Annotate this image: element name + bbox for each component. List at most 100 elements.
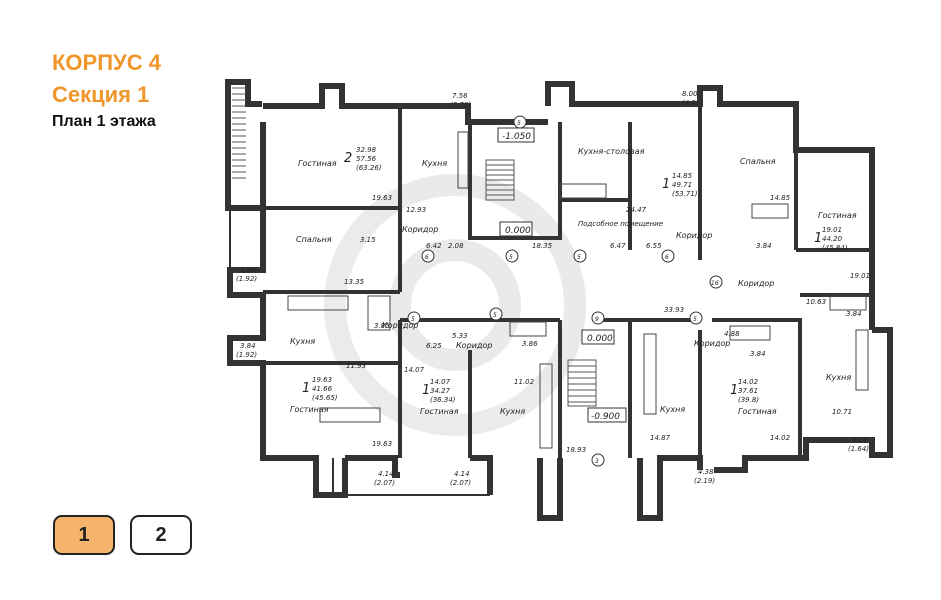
room-area: 5.33 xyxy=(452,332,468,340)
apartment-total: 44.20 xyxy=(822,235,843,243)
room-area: 13.35 xyxy=(344,278,365,286)
apartment-living: 14.85 xyxy=(672,172,693,180)
section-markers: 6 5 5 6 9 5 5 5 5 16 3 xyxy=(407,115,723,467)
room-name: Спальня xyxy=(740,157,776,166)
room-area: 19.63 xyxy=(372,194,392,202)
interior-walls xyxy=(229,106,872,458)
apartment-total: 57.56 xyxy=(356,155,377,163)
room-area: 6.55 xyxy=(646,242,662,250)
room-name: Гостиная xyxy=(420,407,459,416)
walls xyxy=(225,79,893,521)
room-area: 14.07 xyxy=(404,366,425,374)
room-area: 10.71 xyxy=(832,408,852,416)
level-mark: -1.050 xyxy=(502,132,531,142)
balcony-area: 3.84 xyxy=(240,266,256,274)
apartment-total: 49.71 xyxy=(672,181,692,189)
apartment-total-balcony: (63.26) xyxy=(356,164,382,172)
room-name: Спальня xyxy=(296,235,332,244)
small-area: 3.15 xyxy=(360,236,376,244)
apartment-rooms: 1 xyxy=(814,231,822,246)
balcony-half: (3.78) xyxy=(450,101,471,109)
room-name: Коридор xyxy=(382,321,418,330)
balcony-half: (2.07) xyxy=(374,479,395,487)
room-name: Кухня-столовая xyxy=(578,147,645,156)
room-area: 19.01 xyxy=(850,272,870,280)
balcony-half: (1.92) xyxy=(236,275,257,283)
marker-label: 9 xyxy=(595,316,599,323)
balcony-area: 3.84 xyxy=(240,342,256,350)
apartment-total-balcony: (45.65) xyxy=(312,394,338,402)
room-name: Коридор xyxy=(694,339,730,348)
fixtures xyxy=(287,131,869,449)
marker-label: 5 xyxy=(493,312,497,319)
apartment-living: 19.01 xyxy=(822,226,842,234)
level-mark: 0.000 xyxy=(505,226,531,236)
balcony-area: 4.14 xyxy=(454,470,470,478)
small-area: 33.93 xyxy=(664,306,684,314)
room-area: 12.93 xyxy=(406,206,426,214)
small-area: 3.84 xyxy=(750,350,766,358)
room-name: Кухня xyxy=(660,405,685,414)
apartment-total-balcony: (39.8) xyxy=(738,396,759,404)
room-name: Кухня xyxy=(500,407,525,416)
balcony-labels: 7.56 (3.78) 8.00 (4.0) 3.84 (1.92) 3.84 … xyxy=(236,90,869,487)
room-name: Кухня xyxy=(290,337,315,346)
room-name: Кухня xyxy=(422,159,447,168)
marker-label: 5 xyxy=(577,254,581,261)
balcony-half: (2.07) xyxy=(450,479,471,487)
room-name: Кухня xyxy=(826,373,851,382)
room-area: 14.02 xyxy=(770,434,791,442)
marker-label: 5 xyxy=(509,254,513,261)
small-area: 3.84 xyxy=(756,242,772,250)
balcony-area: 4.14 xyxy=(378,470,394,478)
apartment-living: 32.98 xyxy=(356,146,377,154)
watermark-logo xyxy=(324,174,586,436)
balcony-half: (1.92) xyxy=(236,351,257,359)
marker-label: 16 xyxy=(711,280,719,287)
room-name: Гостиная xyxy=(298,159,337,168)
apartment-living: 14.07 xyxy=(430,378,451,386)
marker-label: 6 xyxy=(425,254,429,261)
section-title: Секция 1 xyxy=(52,82,150,107)
room-name: Коридор xyxy=(738,279,774,288)
floor-plan-title: План 1 этажа xyxy=(52,113,156,130)
small-area-labels: 3.15 2.08 18.35 3.85 3.86 33.93 3.84 3.8… xyxy=(360,236,862,454)
level-marks: -1.050 0.000 0.000 -0.900 xyxy=(497,127,627,423)
room-labels: Гостиная 19.63 Кухня 12.93 Спальня 13.35… xyxy=(290,147,870,448)
apartment-total-balcony: (53.71) xyxy=(672,190,698,198)
room-name: Коридор xyxy=(456,341,492,350)
room-name: Подсобное помещение xyxy=(578,220,663,228)
room-area: 19.63 xyxy=(372,440,392,448)
room-area: 10.63 xyxy=(806,298,826,306)
marker-label: 5 xyxy=(411,316,415,323)
small-area: 18.35 xyxy=(532,242,553,250)
room-name: Коридор xyxy=(402,225,438,234)
staircase xyxy=(232,87,597,407)
room-area: 4.88 xyxy=(724,330,740,338)
room-name: Гостиная xyxy=(290,405,329,414)
apartment-total: 34.27 xyxy=(430,387,451,395)
marker-label: 6 xyxy=(665,254,669,261)
apartment-total: 37.61 xyxy=(738,387,758,395)
small-area: 3.86 xyxy=(522,340,538,348)
apartment-rooms: 1 xyxy=(422,383,430,398)
room-name: Коридор xyxy=(676,231,712,240)
level-mark: -0.900 xyxy=(591,412,620,422)
room-name: Гостиная xyxy=(738,407,777,416)
room-area: 14.87 xyxy=(650,434,671,442)
room-area: 6.42 xyxy=(426,242,442,250)
room-name: Гостиная xyxy=(818,211,857,220)
room-area: 11.02 xyxy=(514,378,535,386)
balcony-area: 7.56 xyxy=(452,92,468,100)
apartment-living: 14.02 xyxy=(738,378,759,386)
marker-label: 5 xyxy=(517,120,521,127)
balcony-half: (2.19) xyxy=(694,477,715,485)
room-area: 6.47 xyxy=(610,242,626,250)
balcony-area: 4.38 xyxy=(698,468,714,476)
floor-1-button[interactable]: 1 xyxy=(53,515,115,555)
apartment-total: 41.66 xyxy=(312,385,333,393)
building-title: КОРПУС 4 xyxy=(52,50,161,75)
small-area: 2.08 xyxy=(448,242,464,250)
floor-2-button[interactable]: 2 xyxy=(130,515,192,555)
